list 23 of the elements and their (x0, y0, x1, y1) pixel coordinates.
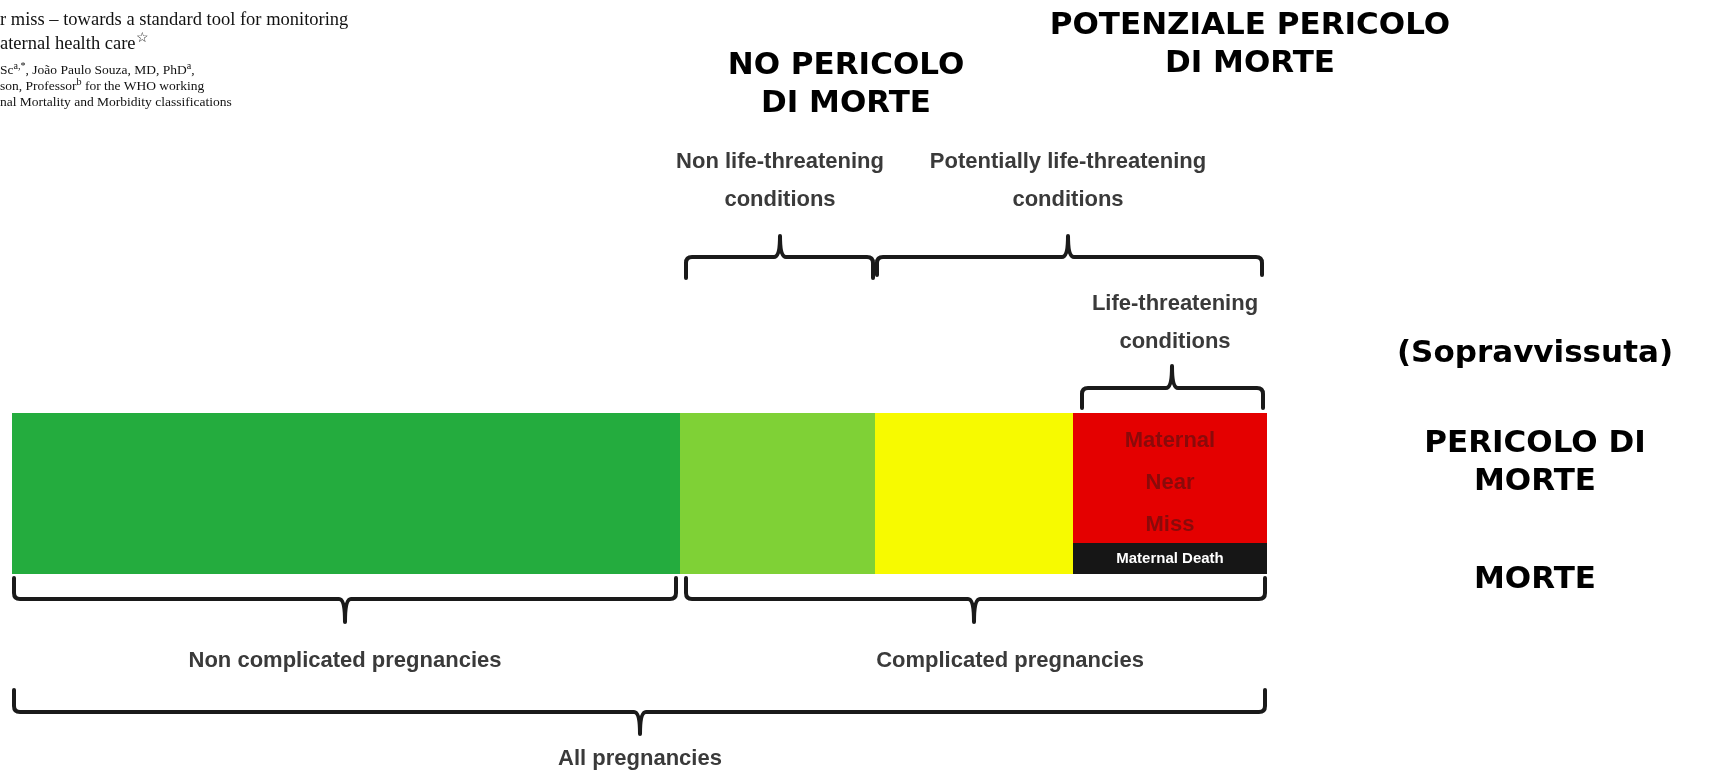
category-heading: MORTE (1473, 558, 1597, 596)
bar-label: Maternal Death (1116, 548, 1224, 569)
bar-segment (1073, 543, 1267, 574)
author-line: Sc$^{a,*}$, João Paulo Souza, MD, PhD$^{a}$, (0, 60, 195, 78)
bracket-label: Non complicated pregnancies (187, 646, 503, 674)
category-heading: POTENZIALE PERICOLO DI MORTE (1048, 4, 1452, 80)
bar-segment (680, 413, 875, 574)
status-label: (Sopravvissuta) (1395, 332, 1675, 370)
author-line: son, Professor$^{b}$ for the WHO working (0, 76, 205, 95)
category-heading: NO PERICOLO DI MORTE (726, 44, 966, 120)
bar-segment (875, 413, 1073, 574)
bar-segment (12, 413, 680, 574)
category-heading: PERICOLO DI MORTE (1423, 422, 1647, 498)
bar-segment (1073, 413, 1267, 574)
bracket-label: Non life-threatening conditions (675, 147, 885, 213)
author-line: nal Mortality and Morbidity classifications (0, 93, 232, 111)
bar-label: Maternal Near Miss (1123, 426, 1217, 538)
article-title: aternal health care$^{☆}$ (0, 30, 149, 55)
bracket-label: Life-threatening conditions (1090, 289, 1260, 355)
article-title: r miss – towards a standard tool for monitoring (0, 8, 349, 31)
bracket-label: Potentially life-threatening conditions (928, 147, 1208, 213)
bracket-label: All pregnancies (557, 744, 723, 772)
bracket-label: Complicated pregnancies (875, 646, 1145, 674)
